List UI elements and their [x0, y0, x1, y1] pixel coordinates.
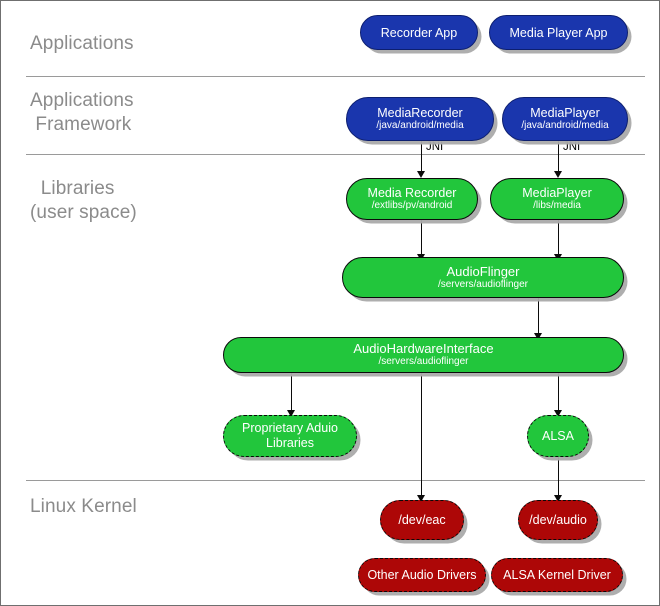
- node-alsa-kernel-driver[interactable]: ALSA Kernel Driver: [491, 558, 623, 592]
- node-mediaplayer-framework-title: MediaPlayer: [530, 106, 600, 120]
- layer-label-libraries: Libraries (user space): [30, 178, 137, 223]
- layer-separator-kernel: [26, 480, 645, 481]
- edge-ahi-proprietary-libs: [291, 373, 292, 415]
- node-alsa-kernel-driver-title: ALSA Kernel Driver: [503, 568, 611, 582]
- edge-mediaplayer-jni: [558, 141, 559, 175]
- edge-audioflinger-audiohardwareinterface: [538, 298, 539, 338]
- node-mediaplayer-framework-path: /java/android/media: [521, 120, 609, 131]
- node-other-audio-drivers-title: Other Audio Drivers: [367, 568, 477, 582]
- node-audioflinger[interactable]: AudioFlinger /servers/audioflinger: [342, 257, 624, 298]
- node-mediaplayer-lib[interactable]: MediaPlayer /libs/media: [490, 178, 624, 220]
- arrowhead-dev-eac: [416, 495, 425, 502]
- node-media-recorder-lib-path: /extlibs/pv/android: [371, 200, 453, 211]
- arrowhead-dev-audio: [553, 495, 562, 502]
- edge-mediarecorderlib-audioflinger: [421, 220, 422, 259]
- node-mediaplayer-framework[interactable]: MediaPlayer /java/android/media: [502, 97, 628, 141]
- layer-label-applications: Applications: [30, 33, 134, 54]
- node-audiohardwareinterface-title: AudioHardwareInterface: [353, 341, 494, 356]
- node-proprietary-audio-libraries-title: Proprietary Aduio Libraries: [242, 421, 338, 450]
- edge-mediarecorder-jni: [421, 141, 422, 175]
- node-alsa-title: ALSA: [542, 429, 574, 443]
- node-media-player-app[interactable]: Media Player App: [489, 15, 628, 50]
- node-media-player-app-title: Media Player App: [509, 25, 608, 40]
- node-proprietary-audio-libraries[interactable]: Proprietary Aduio Libraries: [223, 415, 357, 457]
- edge-mediaplayerlib-audioflinger: [558, 220, 559, 259]
- node-mediarecorder-framework-path: /java/android/media: [376, 120, 464, 131]
- node-alsa[interactable]: ALSA: [527, 415, 589, 457]
- node-mediaplayer-lib-title: MediaPlayer: [522, 186, 592, 200]
- arrowhead-mediarecorder-lib: [416, 171, 425, 178]
- edge-alsa-dev-audio: [558, 457, 559, 500]
- layer-separator-applications: [26, 76, 645, 77]
- node-dev-eac-title: /dev/eac: [398, 513, 446, 527]
- edge-label-jni-recorder: JNI: [426, 141, 444, 153]
- node-dev-eac[interactable]: /dev/eac: [380, 500, 464, 540]
- node-mediarecorder-framework[interactable]: MediaRecorder /java/android/media: [346, 97, 494, 141]
- edge-ahi-dev-eac: [421, 373, 422, 500]
- arrowhead-proprietary-libs: [286, 410, 295, 417]
- layer-separator-framework: [26, 154, 645, 155]
- node-audioflinger-path: /servers/audioflinger: [437, 278, 529, 290]
- node-media-recorder-lib[interactable]: Media Recorder /extlibs/pv/android: [346, 178, 478, 220]
- layer-label-applications-framework: Applications Framework: [30, 90, 134, 135]
- edge-label-jni-player: JNI: [563, 141, 581, 153]
- node-audioflinger-title: AudioFlinger: [446, 263, 520, 279]
- node-mediaplayer-lib-path: /libs/media: [533, 200, 581, 211]
- edge-ahi-alsa: [558, 373, 559, 415]
- node-audiohardwareinterface-path: /servers/audioflinger: [378, 356, 469, 367]
- node-mediarecorder-framework-title: MediaRecorder: [377, 106, 463, 120]
- node-audiohardwareinterface[interactable]: AudioHardwareInterface /servers/audiofli…: [223, 337, 624, 373]
- arrowhead-mediaplayer-lib: [553, 171, 562, 178]
- node-recorder-app-title: Recorder App: [380, 25, 458, 40]
- layer-label-linux-kernel: Linux Kernel: [30, 496, 137, 517]
- arrowhead-alsa: [553, 410, 562, 417]
- node-dev-audio-title: /dev/audio: [529, 513, 587, 527]
- node-other-audio-drivers[interactable]: Other Audio Drivers: [358, 558, 486, 592]
- node-media-recorder-lib-title: Media Recorder: [367, 186, 457, 200]
- node-recorder-app[interactable]: Recorder App: [360, 15, 478, 50]
- node-dev-audio[interactable]: /dev/audio: [518, 500, 598, 540]
